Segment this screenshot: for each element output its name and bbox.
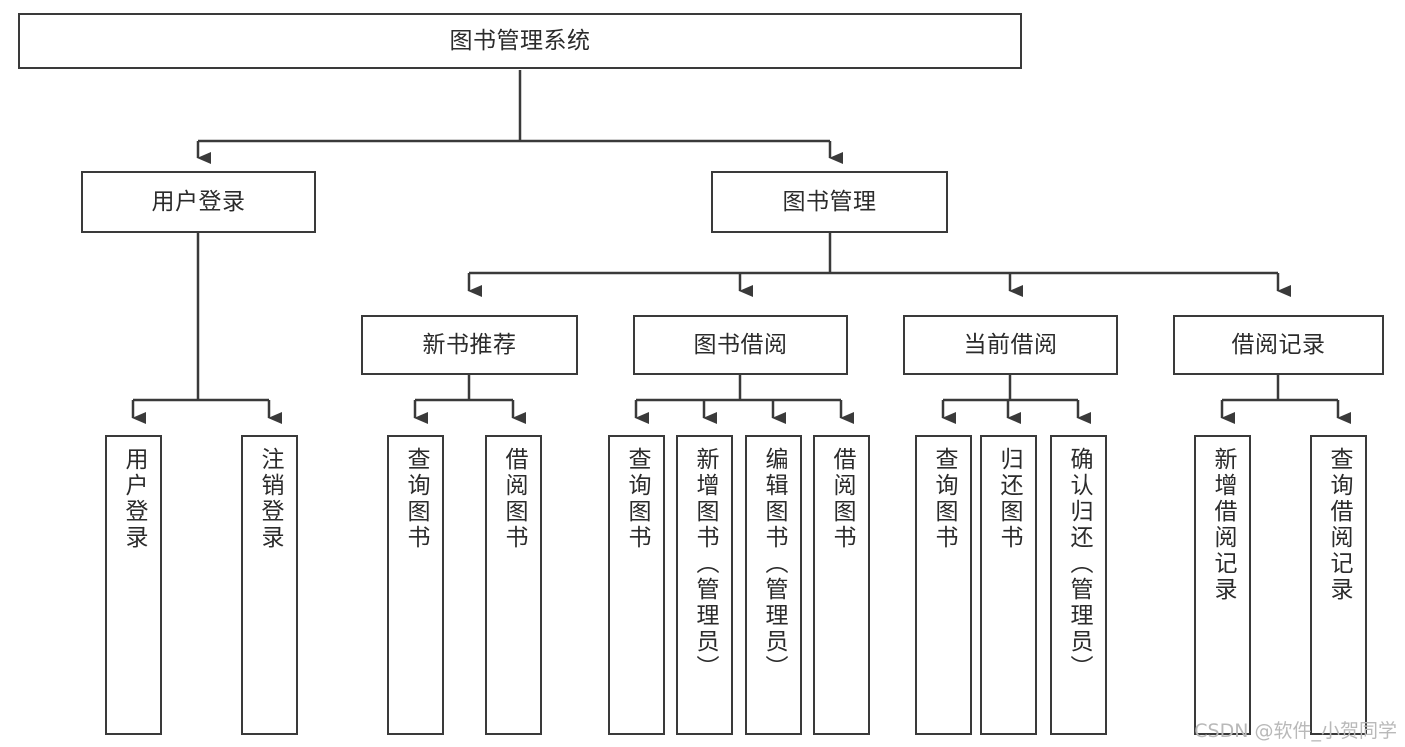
node-label: 用户登录 [121,447,147,551]
leaf-borrow-borrow-book[interactable]: 借阅图书 [813,435,870,735]
leaf-user-login[interactable]: 用户登录 [105,435,162,735]
leaf-logout-login[interactable]: 注销登录 [241,435,298,735]
node-label: 查询图书 [624,447,650,551]
node-root-book-management-system[interactable]: 图书管理系统 [18,13,1022,69]
leaf-current-query-book[interactable]: 查询图书 [915,435,972,735]
leaf-borrow-add-book-admin[interactable]: 新增图书（管理员） [676,435,733,735]
node-label: 确认归还（管理员） [1066,447,1092,681]
node-label: 借阅图书 [501,447,527,551]
node-label: 用户登录 [151,188,246,215]
node-label: 查询借阅记录 [1326,447,1352,603]
node-book-borrow[interactable]: 图书借阅 [633,315,848,375]
node-label: 查询图书 [403,447,429,551]
node-label: 查询图书 [931,447,957,551]
node-label: 注销登录 [257,447,283,551]
node-label: 新增借阅记录 [1210,447,1236,603]
csdn-watermark: CSDN @软件_小贺同学 [1194,720,1397,742]
leaf-borrow-query-book[interactable]: 查询图书 [608,435,665,735]
node-label: 归还图书 [996,447,1022,551]
node-label: 借阅图书 [829,447,855,551]
node-borrow-record[interactable]: 借阅记录 [1173,315,1384,375]
node-label: 编辑图书（管理员） [761,447,787,681]
leaf-recommend-query-book[interactable]: 查询图书 [387,435,444,735]
leaf-recommend-borrow-book[interactable]: 借阅图书 [485,435,542,735]
node-user-login[interactable]: 用户登录 [81,171,316,233]
node-book-management[interactable]: 图书管理 [711,171,948,233]
leaf-record-query-borrow-record[interactable]: 查询借阅记录 [1310,435,1367,735]
node-label: 当前借阅 [963,331,1058,358]
node-current-borrow[interactable]: 当前借阅 [903,315,1118,375]
node-label: 借阅记录 [1231,331,1326,358]
node-label: 图书借阅 [693,331,788,358]
leaf-current-return-book[interactable]: 归还图书 [980,435,1037,735]
node-label: 新增图书（管理员） [692,447,718,681]
node-label: 新书推荐 [422,331,517,358]
node-label: 图书管理 [782,188,877,215]
leaf-record-add-borrow-record[interactable]: 新增借阅记录 [1194,435,1251,735]
node-new-book-recommend[interactable]: 新书推荐 [361,315,578,375]
leaf-borrow-edit-book-admin[interactable]: 编辑图书（管理员） [745,435,802,735]
node-label: 图书管理系统 [449,27,591,54]
leaf-current-confirm-return-admin[interactable]: 确认归还（管理员） [1050,435,1107,735]
